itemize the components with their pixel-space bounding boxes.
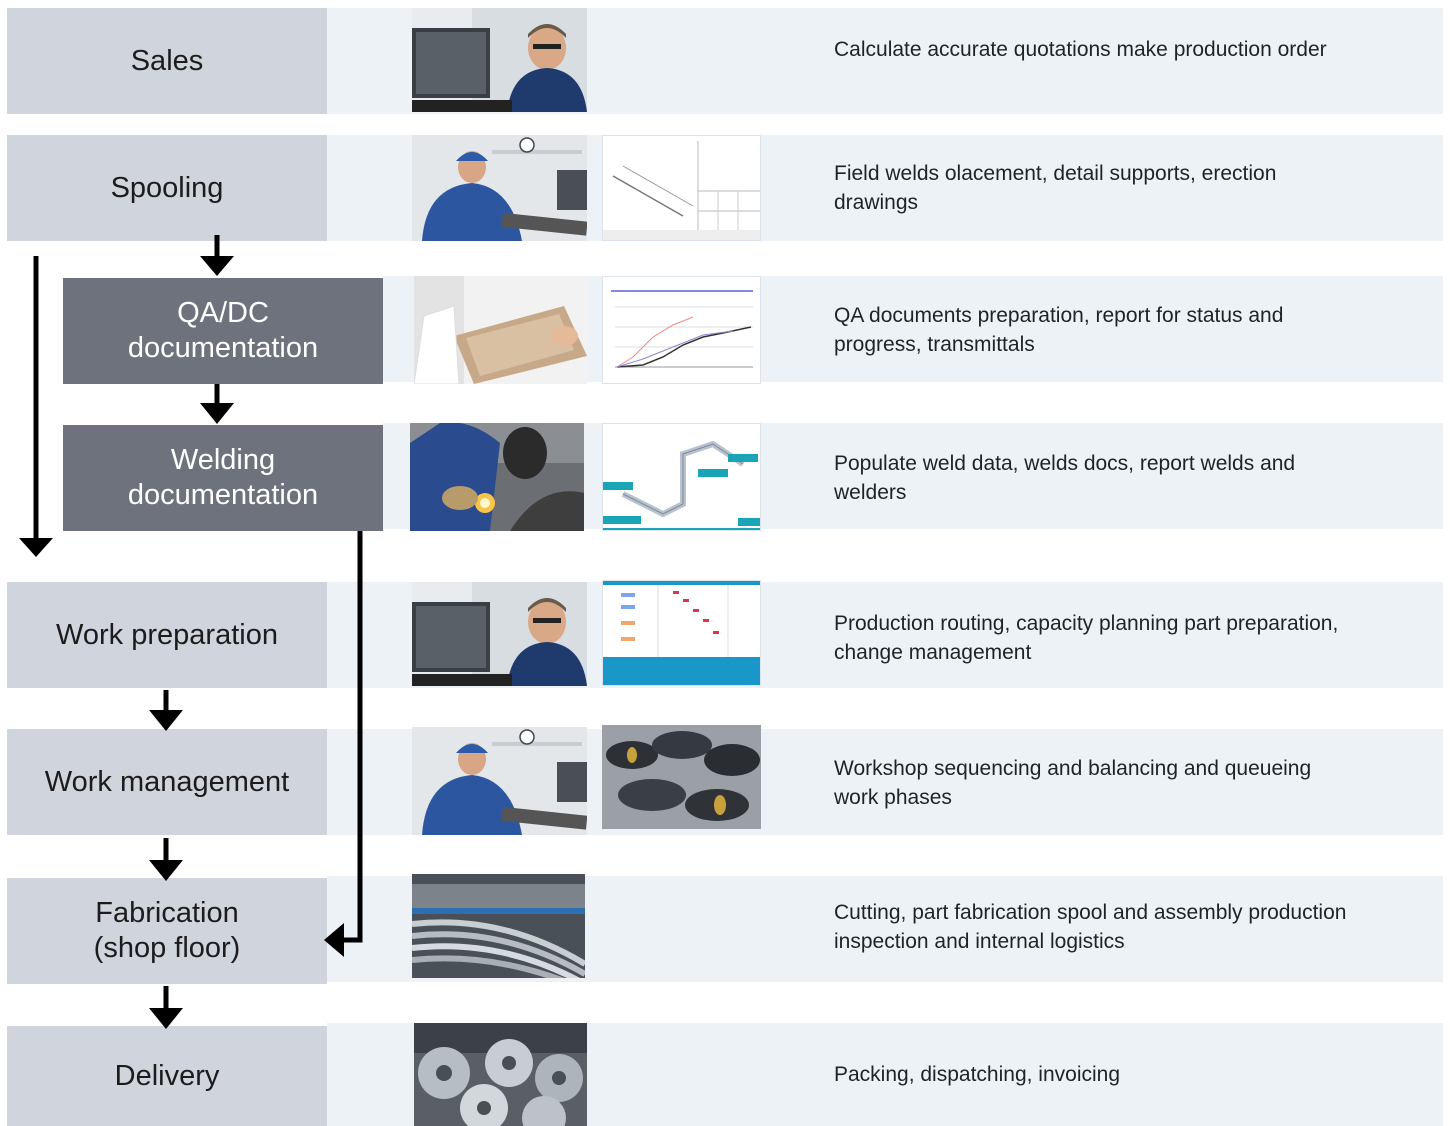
progress-chart-screenshot — [602, 276, 761, 384]
step-description-sales: Calculate accurate quotations make produ… — [834, 38, 1327, 61]
step-spooling: Spooling — [7, 135, 327, 241]
worker-at-computer-photo — [412, 727, 587, 835]
man-at-computer-photo — [412, 8, 587, 112]
steel-coils-photo — [414, 1023, 587, 1126]
step-description-spooling: Field welds olacement, detail supports, … — [834, 162, 1277, 214]
man-at-computer-photo — [412, 582, 587, 686]
worker-at-computer-photo — [412, 135, 587, 241]
step-sales: Sales — [7, 8, 327, 114]
step-delivery: Delivery — [7, 1026, 327, 1126]
isometric-drawing-screenshot — [602, 135, 761, 241]
step-label: Fabrication (shop floor) — [93, 897, 241, 964]
arrow-down-spooling-work-preparation — [19, 256, 53, 557]
step-description-delivery: Packing, dispatching, invoicing — [834, 1063, 1121, 1086]
step-label: QA/DC documentation — [127, 297, 319, 364]
step-description-fabrication: Cutting, part fabrication spool and asse… — [834, 901, 1347, 953]
clipboard-photo — [414, 276, 587, 384]
arrow-down-work-management-fabrication — [149, 838, 183, 881]
step-welding-documentation: Welding documentation — [63, 425, 383, 531]
step-description-work-preparation: Production routing, capacity planning pa… — [834, 612, 1339, 664]
step-qa-dc-documentation: QA/DC documentation — [63, 278, 383, 384]
pipe-fittings-photo — [602, 725, 761, 829]
step-fabrication: Fabrication (shop floor) — [7, 878, 327, 984]
steel-strips-photo — [412, 874, 585, 978]
arrow-down-qa-welding — [200, 384, 234, 424]
step-label: Delivery — [114, 1059, 220, 1092]
step-label: Spooling — [110, 171, 224, 204]
step-description-welding: Populate weld data, welds docs, report w… — [834, 452, 1296, 504]
welder-photo — [410, 423, 584, 531]
arrow-down-fabrication-delivery — [149, 986, 183, 1029]
step-label: Sales — [130, 44, 204, 77]
gantt-planning-screenshot — [602, 580, 761, 686]
arrow-down-work-preparation-management — [149, 690, 183, 731]
arrow-down-spooling-qa — [200, 235, 234, 276]
step-description-qa: QA documents preparation, report for sta… — [834, 304, 1284, 356]
step-label: Work preparation — [56, 618, 278, 651]
step-label: Work management — [44, 765, 290, 798]
step-work-management: Work management — [7, 729, 327, 835]
step-label: Welding documentation — [127, 444, 319, 511]
step-description-work-management: Workshop sequencing and balancing and qu… — [834, 757, 1312, 809]
step-work-preparation: Work preparation — [7, 582, 327, 688]
weld-map-screenshot — [602, 423, 761, 531]
